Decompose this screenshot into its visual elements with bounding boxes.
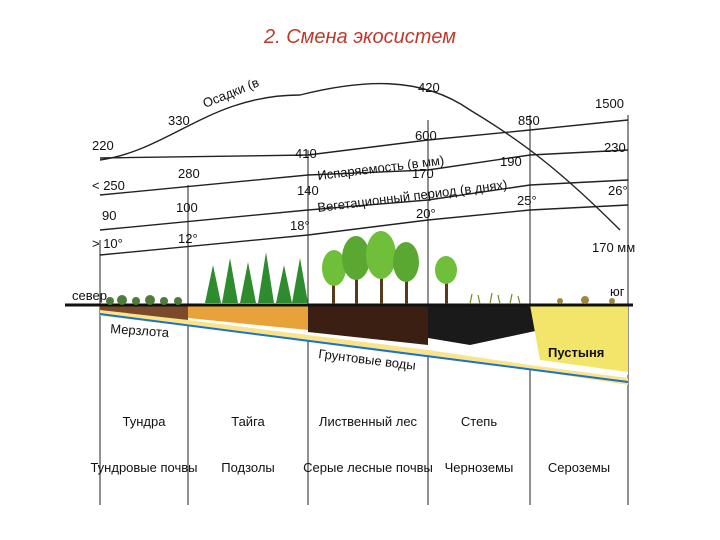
precip-value-330: 330 (168, 113, 190, 128)
soil-name-tundra: Тундровые почвы (90, 460, 197, 475)
ratio-value-lt250: < 250 (92, 178, 125, 193)
ratio-value-170: 170 (412, 166, 434, 181)
precip-value-1500: 1500 (595, 96, 624, 111)
zone-name-taiga: Тайга (231, 414, 265, 429)
evap-value-410: 410 (295, 146, 317, 161)
zone-name-tundra: Тундра (123, 414, 167, 429)
podzol-layer (188, 305, 308, 330)
temp-value-gt10: > 10° (92, 236, 123, 251)
soil-name-grey-forest: Серые лесные почвы (303, 460, 433, 475)
temp-value-18: 18° (290, 218, 310, 233)
groundwater-line (99, 313, 629, 383)
north-label: север (72, 288, 107, 303)
ratio-value-280: 280 (178, 166, 200, 181)
permafrost-label: Мерзлота (110, 321, 170, 340)
veg-value-140: 140 (297, 183, 319, 198)
zone-name-steppe: Степь (461, 414, 497, 429)
veg-value-26: 26° (608, 183, 628, 198)
desert-layer (530, 305, 628, 372)
ratio-value-230: 230 (604, 140, 626, 155)
veg-value-25: 25° (517, 193, 537, 208)
ratio-line (99, 149, 629, 196)
zone-name-deciduous: Лиственный лес (319, 414, 418, 429)
temp-value-12: 12° (178, 231, 198, 246)
vegetation-line (99, 179, 629, 231)
evap-value-850: 850 (518, 113, 540, 128)
tundra-vegetation (106, 295, 182, 305)
soil-name-serozem: Сероземы (548, 460, 610, 475)
temp-value-20: 20° (416, 206, 436, 221)
precip-value-420: 420 (418, 80, 440, 95)
groundwater-zone (100, 310, 628, 385)
deciduous-trees (322, 231, 419, 304)
soil-name-chernozem: Черноземы (445, 460, 514, 475)
ratio-value-190: 190 (500, 154, 522, 169)
veg-value-90: 90 (102, 208, 116, 223)
tundra-soil-layer (100, 305, 188, 320)
diagram-title: 2. Смена экосистем (264, 26, 456, 48)
forest-soil-layer (308, 305, 428, 345)
temperature-line (99, 204, 629, 256)
south-label: юг (610, 284, 625, 299)
taiga-trees (205, 252, 308, 303)
precip-value-170mm: 170 мм (592, 240, 635, 255)
veg-value-100: 100 (176, 200, 198, 215)
diagram-frame (65, 85, 633, 505)
soil-name-podzol: Подзолы (221, 460, 275, 475)
evaporation-line (99, 119, 629, 159)
precipitation-curve (99, 82, 621, 231)
chernozem-layer (428, 305, 540, 345)
desert-label: Пустыня (548, 345, 604, 360)
evap-value-600: 600 (415, 128, 437, 143)
steppe-vegetation (435, 256, 521, 305)
precip-value-220: 220 (92, 138, 114, 153)
desert-vegetation (557, 296, 615, 304)
